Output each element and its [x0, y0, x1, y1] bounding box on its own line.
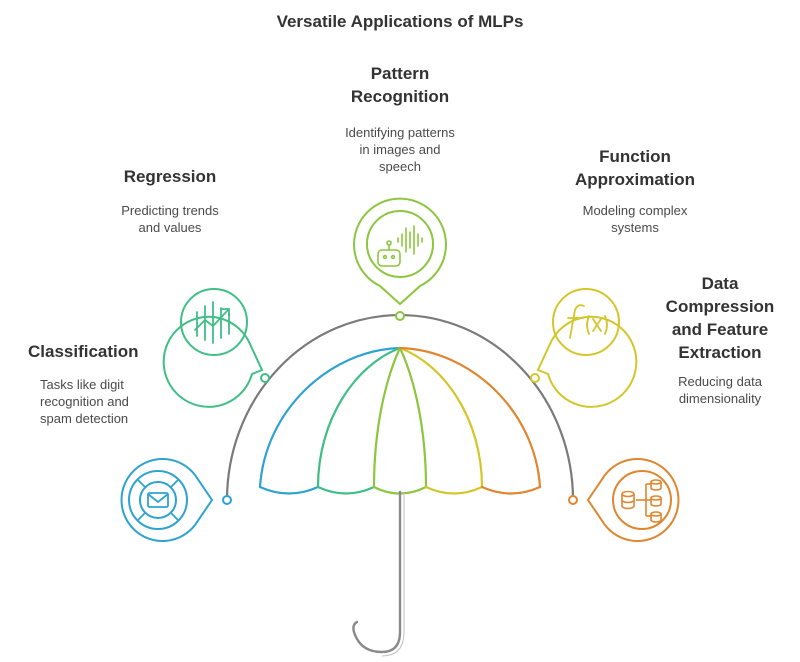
umbrella-canopy: [258, 346, 542, 495]
desc-line: Modeling complex: [582, 203, 688, 218]
connector-dot-classification: [222, 495, 232, 505]
desc-line: Tasks like digit: [40, 377, 124, 392]
bubble-function: [536, 288, 638, 408]
heading-line: Recognition: [350, 87, 450, 106]
database-tree-icon: [621, 479, 662, 523]
bubble-compression: [586, 458, 680, 542]
bubble-classification: [120, 458, 214, 542]
heading-line: Compression: [665, 297, 775, 316]
bubble-regression: [162, 288, 264, 408]
trend-chart-icon: [194, 301, 230, 344]
desc-line: Reducing data: [678, 374, 762, 389]
desc-line: Predicting trends: [121, 203, 219, 218]
desc-line: speech: [379, 159, 421, 174]
canopy-rib-function: [398, 346, 484, 489]
canopy-rib-classification: [258, 346, 402, 489]
desc-function: Modeling complex systems: [560, 202, 710, 236]
heading-classification: Classification: [28, 342, 139, 361]
diagram-title: Versatile Applications of MLPs: [276, 12, 524, 31]
desc-regression: Predicting trends and values: [100, 202, 240, 236]
desc-compression: Reducing data dimensionality: [660, 373, 780, 407]
desc-pattern: Identifying patterns in images and speec…: [320, 124, 480, 175]
canopy-rib-regression: [316, 346, 402, 489]
connector-dot-regression: [260, 373, 270, 383]
bubble-pattern: [353, 197, 447, 306]
outer-arc: [225, 313, 575, 501]
heading-pattern: Pattern Recognition: [330, 62, 470, 108]
heading-line: Approximation: [575, 170, 695, 189]
canopy-rib-pattern: [372, 346, 402, 489]
canopy-scallop-4: [424, 485, 484, 495]
heading-regression: Regression: [123, 167, 217, 186]
desc-line: spam detection: [40, 411, 129, 426]
umbrella-handle-inner: [381, 492, 405, 657]
robot-soundwave-icon: [377, 225, 423, 267]
function-fx-icon: [567, 304, 608, 339]
connector-dot-pattern: [395, 311, 405, 321]
heading-line: and Feature: [671, 320, 769, 339]
desc-line: in images and: [359, 142, 441, 157]
heading-line: Pattern: [370, 64, 430, 83]
desc-line: Identifying patterns: [345, 125, 455, 140]
desc-line: dimensionality: [678, 391, 762, 406]
desc-line: and values: [138, 220, 202, 235]
canopy-rib-compression: [398, 346, 542, 489]
desc-line: systems: [611, 220, 659, 235]
heading-line: Function: [599, 147, 671, 166]
canopy-scallop-5: [480, 485, 542, 495]
heading-line: Data: [701, 274, 739, 293]
desc-line: recognition and: [40, 394, 129, 409]
heading-compression: Data Compression and Feature Extraction: [650, 272, 790, 364]
umbrella-handle: [352, 490, 402, 654]
canopy-scallop-1: [258, 485, 320, 495]
envelope-target-icon: [137, 479, 179, 521]
canopy-rib-center: [398, 346, 428, 489]
heading-line: Extraction: [678, 343, 762, 362]
desc-classification: Tasks like digit recognition and spam de…: [40, 376, 129, 427]
connector-dot-compression: [568, 495, 578, 505]
canopy-scallop-2: [316, 485, 376, 495]
heading-function: Function Approximation: [560, 145, 710, 191]
connector-dot-function: [530, 373, 540, 383]
